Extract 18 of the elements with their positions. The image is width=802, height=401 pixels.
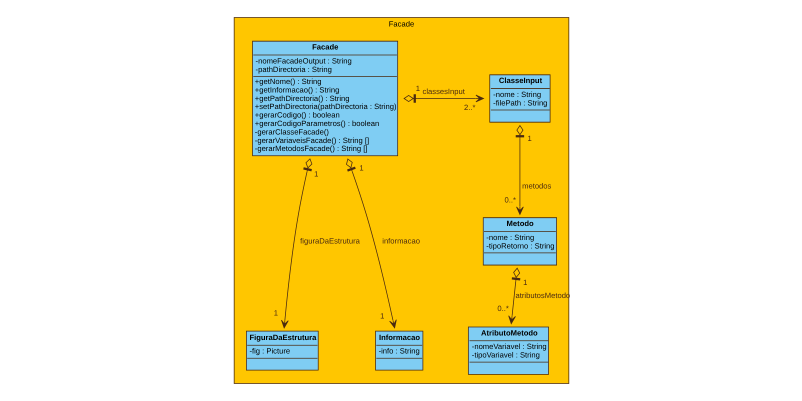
label: 1 [415,84,420,93]
arrow [402,94,484,103]
edge-label: figuraDaEstrutura [300,236,360,246]
label: 1 [380,311,384,320]
arrow [280,158,312,328]
arrow [346,158,396,328]
label: 2..* [464,103,475,112]
arrow [515,124,524,215]
label: 1 [273,308,278,318]
label: 1 [522,278,527,287]
edge-label: informacao [382,236,420,246]
label: 0..* [504,196,516,205]
label: 1 [526,134,532,144]
label: 1 [358,164,364,173]
edge-label: classesInput [422,86,464,96]
label: 0..* [496,304,508,313]
edge-label: metodos [522,182,551,191]
label: 1 [314,169,318,178]
